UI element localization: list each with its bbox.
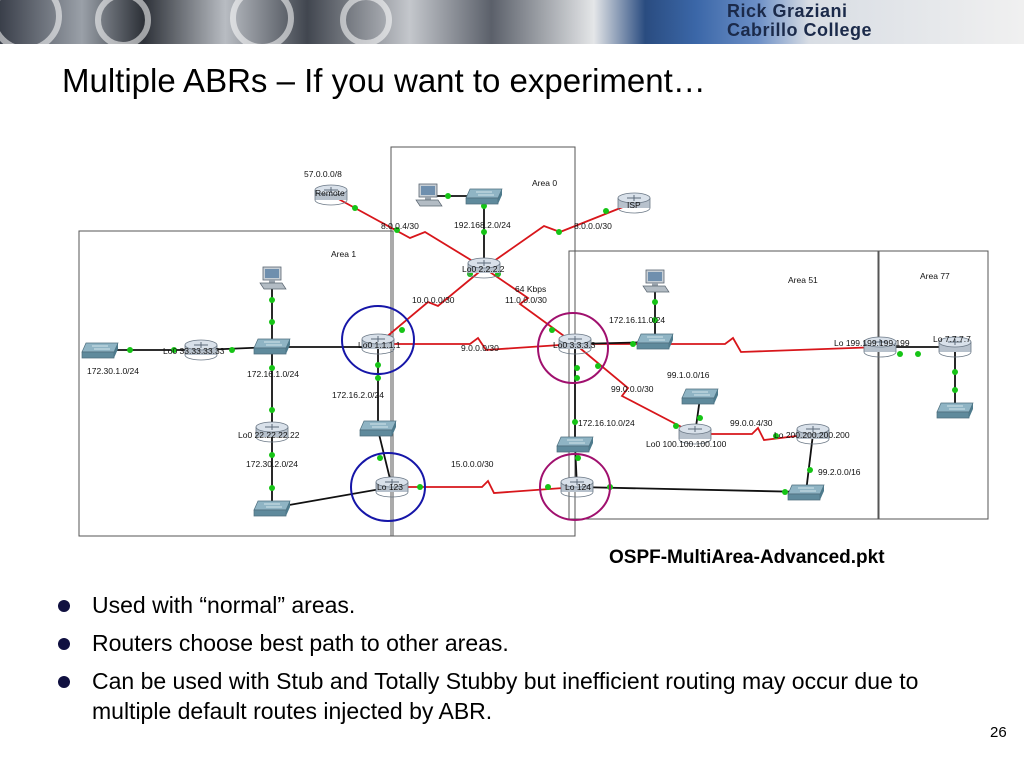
switch-99-2-icon [787,484,825,501]
net-15-label: 15.0.0.0/30 [451,459,494,469]
abr-highlight-r3 [537,312,609,384]
pc-area1-icon [259,266,287,290]
bullet-list: Used with “normal” areas. Routers choose… [55,590,985,734]
switch-172-30-2-icon [253,500,291,517]
switch-99-1-icon [681,388,719,405]
link-switch-r123-b [271,486,393,509]
bullet-text: Used with “normal” areas. [92,592,356,618]
packet-tracer-file-caption: OSPF-MultiArea-Advanced.pkt [609,547,885,568]
net-99-0-0-4-label: 99.0.0.4/30 [730,418,773,428]
net-64kbps-label: 64 Kbps [515,284,546,294]
net-9-label: 9.0.0.0/30 [461,343,499,353]
ethernet-links [100,195,956,509]
bullet-text: Routers choose best path to other areas. [92,630,509,656]
bullet-item: Routers choose best path to other areas. [55,628,985,658]
bullet-text: Can be used with Stub and Totally Stubby… [92,668,919,724]
link-switch-r200 [805,433,814,493]
bullet-dot-icon [58,638,70,650]
router-r33-label: Lo0 33.33.33.33 [163,346,225,356]
router-r100-label: Lo0 100.100.100.100 [646,439,727,449]
net-172-30-2-label: 172.30.2.0/24 [246,459,298,469]
switch-172-30-1-icon [81,342,119,359]
net-172-30-1-label: 172.30.1.0/24 [87,366,139,376]
net-10-label: 10.0.0.0/30 [412,295,455,305]
net-172-16-11-label: 172.16.11.0/24 [609,315,665,325]
link-r1-r3 [378,336,576,351]
banner-decoration [230,0,294,44]
serial-links [332,195,881,494]
router-r3-label: Lo0 3.3.3.3 [553,340,596,350]
area-77-boundary [877,250,989,520]
net-99-0-0-0-label: 99.0.0.0/30 [611,384,654,394]
area-1-boundary [78,230,394,537]
header-banner: Rick Graziani Cabrillo College [0,0,1024,44]
header-author-name: Rick Graziani [727,1,848,21]
router-isp-label: ISP [627,200,641,210]
switch-area0-icon [465,188,503,205]
switch-area77-icon [936,402,974,419]
link-r100-r200 [695,426,814,441]
switch-172-16-2-icon [359,420,397,437]
port-indicators [127,193,958,495]
link-r3-r199 [575,336,881,353]
router-r7-label: Lo 7.7.7.7 [933,334,971,344]
router-r200-label: Lo 200.200.200.200 [774,430,850,440]
link-r2-r1 [377,267,485,345]
pc-area51-icon [642,269,670,293]
link-remote-r2 [332,195,485,269]
bullet-item: Can be used with Stub and Totally Stubby… [55,666,985,726]
bullet-dot-icon [58,676,70,688]
slide-title: Multiple ABRs – If you want to experimen… [62,62,706,99]
pc-area0-icon [415,183,443,207]
router-r199-label: Lo 199.199.199.199 [834,338,910,348]
abr-highlight-r123 [350,452,426,522]
area-51-boundary [568,250,880,520]
net-192-168-2-label: 192.168.2.0/24 [454,220,511,230]
area-51-label: Area 51 [788,275,818,285]
header-college-name: Cabrillo College [727,20,873,40]
router-r124-label: Lo 124 [565,482,591,492]
link-r3-r100 [574,343,696,435]
net-99-1-label: 99.1.0.0/16 [667,370,710,380]
switch-172-16-10-icon [556,436,594,453]
banner-decoration [0,0,62,44]
area-1-label: Area 1 [331,249,356,259]
router-r22-label: Lo0 22.22.22.22 [238,430,300,440]
area-77-label: Area 77 [920,271,950,281]
area-0-label: Area 0 [532,178,557,188]
network-topology-diagram: Area 0 Area 1 Area 51 Area 77 Remote ISP… [78,146,989,537]
abr-highlight-r1 [341,305,415,375]
net-172-16-2-label: 172.16.2.0/24 [332,390,384,400]
net-11-label: 11.0.0.0/30 [505,295,547,305]
link-r2-r3 [483,267,576,345]
net-99-2-label: 99.2.0.0/16 [818,467,861,477]
router-r123-label: Lo 123 [377,482,403,492]
banner-decoration [95,0,151,44]
router-r1-label: Lo0 1.1.1.1 [358,340,401,350]
page-number: 26 [990,724,1007,741]
abr-highlight-r124 [539,453,611,521]
switch-172-16-1-icon [253,338,291,355]
net-8-0-0-0-label: 8.0.0.0/30 [574,221,612,231]
net-57-label: 57.0.0.0/8 [304,169,342,179]
link-isp-r2 [483,202,634,269]
router-remote-label: Remote [315,188,345,198]
switch-172-16-11-icon [636,333,674,350]
link-r123-r124 [392,479,578,494]
header-author: Rick Graziani Cabrillo College [727,2,872,40]
bullet-dot-icon [58,600,70,612]
link-r124-switch [576,486,807,493]
net-172-16-1-label: 172.16.1.0/24 [247,369,299,379]
net-8-0-0-4-label: 8.0.0.4/30 [381,221,419,231]
banner-decoration [340,0,392,44]
net-172-16-10-label: 172.16.10.0/24 [578,418,635,428]
router-r2-label: Lo0 2.2.2.2 [462,264,505,274]
bullet-item: Used with “normal” areas. [55,590,985,620]
